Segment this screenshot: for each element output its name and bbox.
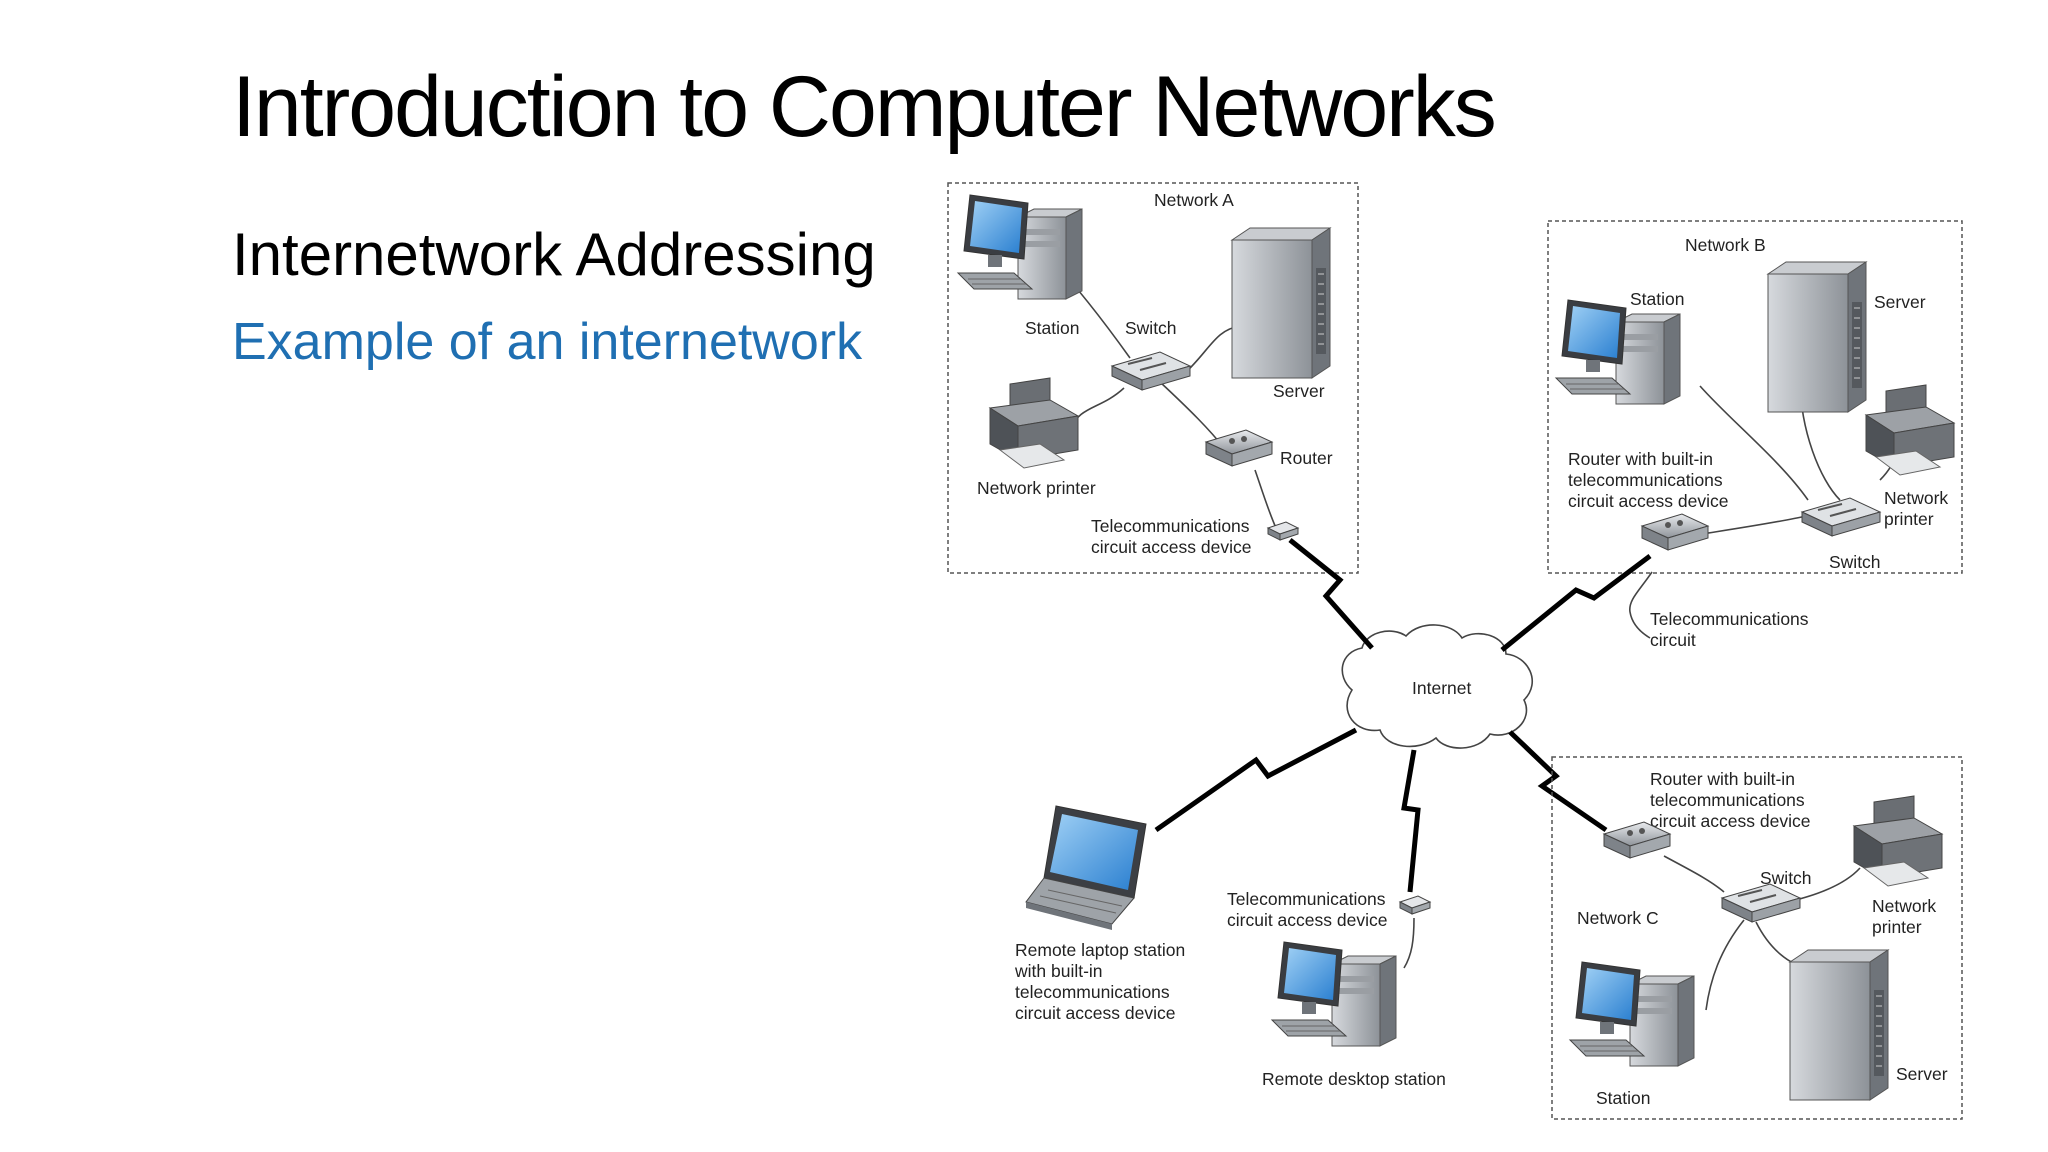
network-a-box (947, 182, 1359, 574)
remote-desktop-station-icon (1271, 941, 1397, 1047)
network-a-switch-icon (1111, 351, 1191, 391)
network-a-access-device-icon (1267, 521, 1299, 541)
network-c-router-label-3: circuit access device (1650, 811, 1810, 831)
network-b-server-icon (1767, 261, 1867, 413)
network-c-switch-label: Switch (1760, 868, 1812, 888)
link-desktop-internet (1401, 749, 1421, 893)
network-c-switch-icon (1721, 883, 1801, 923)
link-network-c-internet (1508, 730, 1608, 833)
network-c-box (1551, 756, 1963, 1120)
network-a-printer-icon (989, 377, 1079, 469)
network-c-server-label: Server (1896, 1064, 1948, 1084)
network-a-access-label-1: Telecommunications (1091, 516, 1250, 536)
network-b-station-icon (1555, 299, 1681, 405)
network-b-printer-label-2: printer (1884, 509, 1934, 529)
network-a-label: Network A (1154, 190, 1234, 210)
slide-title: Introduction to Computer Networks (232, 59, 1497, 155)
network-c-station-icon (1569, 961, 1695, 1067)
network-b-station-label: Station (1630, 289, 1684, 309)
network-a-access-label-2: circuit access device (1091, 537, 1251, 557)
telecom-circuit-label-1: Telecommunications (1650, 609, 1809, 629)
network-b-switch-icon (1801, 497, 1881, 537)
internet-cloud-icon (1341, 624, 1534, 749)
network-c-label: Network C (1577, 908, 1659, 928)
network-b-printer-icon (1865, 384, 1955, 476)
network-c-server-icon (1789, 949, 1889, 1101)
network-b-server-label: Server (1874, 292, 1926, 312)
network-b-printer-label-1: Network (1884, 488, 1948, 508)
remote-laptop-label-4: circuit access device (1015, 1003, 1175, 1023)
network-c-router-label-2: telecommunications (1650, 790, 1805, 810)
link-laptop-internet (1154, 727, 1358, 833)
network-c-printer-label-1: Network (1872, 896, 1936, 916)
slide-subtitle: Internetwork Addressing (232, 221, 876, 288)
remote-desktop-access-device-icon (1399, 895, 1431, 915)
internet-label: Internet (1412, 678, 1471, 698)
network-b-router-label-1: Router with built-in (1568, 449, 1713, 469)
network-c-printer-icon (1853, 795, 1943, 887)
network-b-label: Network B (1685, 235, 1766, 255)
network-a-router-icon (1205, 429, 1273, 467)
slide-caption: Example of an internetwork (232, 313, 863, 371)
remote-laptop-label-2: with built-in (1014, 961, 1103, 981)
network-a-server-label: Server (1273, 381, 1325, 401)
network-c-station-label: Station (1596, 1088, 1650, 1108)
remote-desktop-label: Remote desktop station (1262, 1069, 1446, 1089)
remote-desktop-access-label-1: Telecommunications (1227, 889, 1386, 909)
remote-laptop-icon (1025, 805, 1147, 931)
link-network-b-internet (1500, 554, 1652, 652)
network-b-router-label-3: circuit access device (1568, 491, 1728, 511)
network-b-router-label-2: telecommunications (1568, 470, 1723, 490)
network-a-router-label: Router (1280, 448, 1333, 468)
remote-desktop-access-label-2: circuit access device (1227, 910, 1387, 930)
network-a-switch-label: Switch (1125, 318, 1177, 338)
telecom-circuit-label-2: circuit (1650, 630, 1696, 650)
network-a-printer-label: Network printer (977, 478, 1096, 498)
network-c-printer-label-2: printer (1872, 917, 1922, 937)
network-a-station-icon (957, 194, 1083, 300)
network-b-box (1547, 220, 1963, 574)
remote-laptop-label-1: Remote laptop station (1015, 940, 1185, 960)
network-b-switch-label: Switch (1829, 552, 1881, 572)
remote-laptop-label-3: telecommunications (1015, 982, 1170, 1002)
network-a-server-icon (1231, 227, 1331, 379)
network-b-router-icon (1641, 513, 1709, 551)
network-a-station-label: Station (1025, 318, 1079, 338)
network-c-router-label-1: Router with built-in (1650, 769, 1795, 789)
link-network-a-internet (1288, 538, 1374, 650)
